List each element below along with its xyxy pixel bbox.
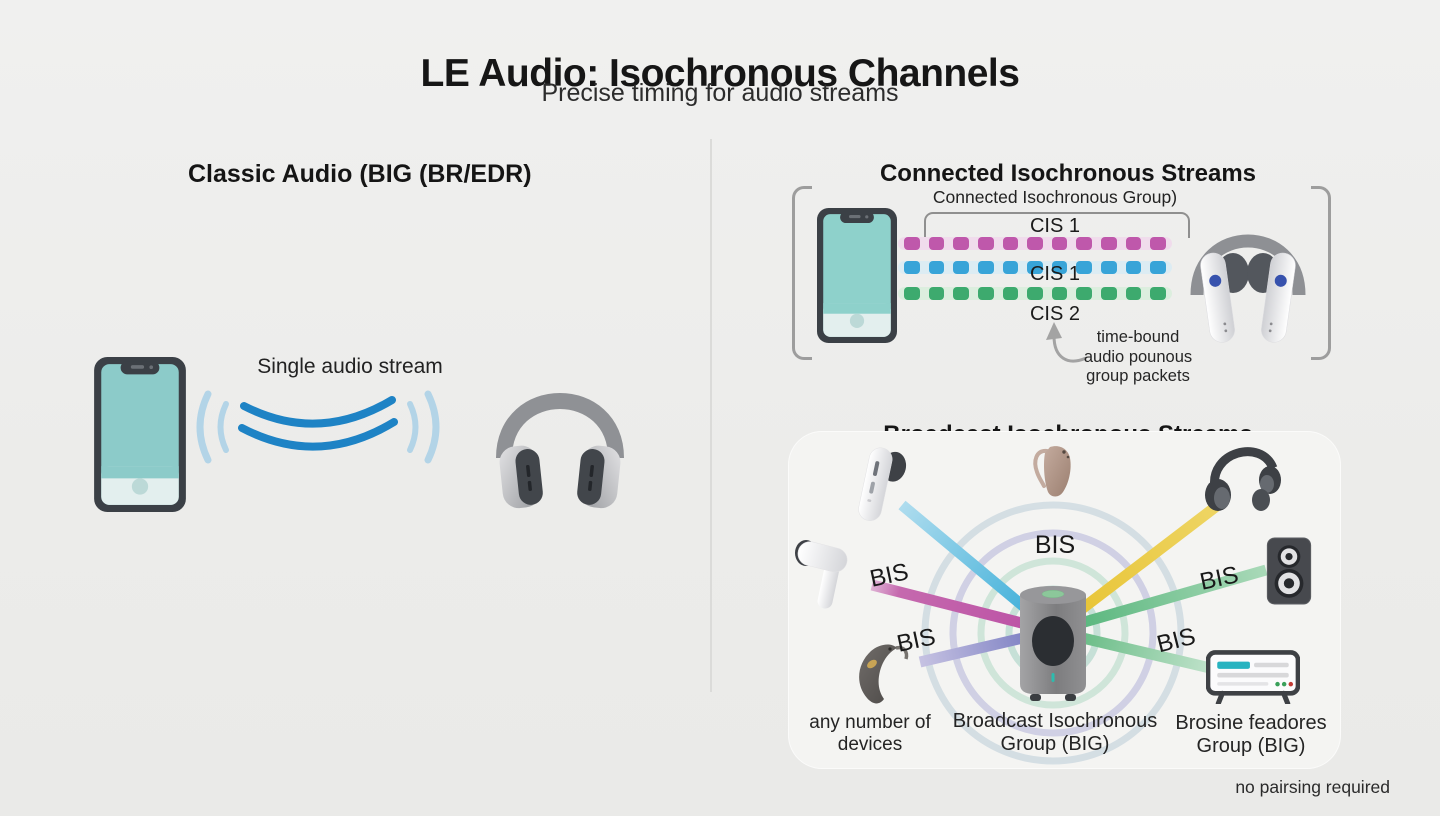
annotation-line: time-bound (1096, 328, 1180, 346)
cis1-top-label: CIS 1 (1029, 215, 1081, 237)
cis-stream-blue (898, 261, 1172, 274)
annotation-line: group packets (1086, 367, 1190, 385)
section-divider (710, 139, 712, 692)
caption-line: Group (BIG) (1196, 735, 1306, 757)
caption-line: Broadcast Isochronous (952, 710, 1158, 732)
headphones-icon (1205, 447, 1281, 511)
caption-line: any number of (809, 712, 931, 733)
cis-heading: Connected Isochronous Streams (879, 159, 1257, 187)
no-pairing-note: no pairsing required (1235, 777, 1390, 797)
cis1-bracket (924, 212, 1190, 238)
caption-big-group-right: Brosine feadores Group (BIG) (1148, 712, 1354, 758)
right-bracket (1311, 186, 1331, 360)
tv-icon (1206, 650, 1300, 704)
caption-any-number-of-devices: any number of devices (795, 712, 945, 756)
airpod-icon (795, 540, 848, 609)
earbud-icon (858, 447, 907, 521)
caption-line: Brosine feadores (1175, 712, 1327, 734)
hearing-aid-icon (859, 644, 909, 704)
classic-audio-heading: Classic Audio (BIG (BR/EDR) (188, 159, 532, 188)
cis2-label: CIS 2 (1029, 303, 1081, 325)
bis-center-label: BIS (1034, 531, 1076, 559)
caption-line: devices (837, 734, 903, 755)
annotation-arrow-icon (1046, 322, 1087, 363)
cis-stream-green (898, 287, 1172, 300)
cis1-mid-label: CIS 1 (1029, 263, 1081, 285)
smartphone-icon (817, 207, 897, 344)
caption-line: Group (BIG) (1000, 733, 1110, 755)
annotation-line: audio pounous (1083, 347, 1193, 366)
page-title: LE Audio: Isochronous Channels (420, 52, 1020, 96)
caption-broadcast-isochronous-group: Broadcast Isochronous Group (BIG) (950, 710, 1160, 756)
cis-stream-magenta (898, 237, 1172, 250)
single-audio-stream-label: Single audio stream (257, 355, 443, 378)
left-bracket (792, 186, 812, 360)
cis-group-label: Connected Isochronous Group) (932, 187, 1178, 207)
cis-annotation: time-bound audio pounous group packets (1076, 328, 1200, 387)
headphones-icon (496, 393, 624, 509)
hearing-aid-icon (1033, 446, 1071, 497)
audio-waves-icon (196, 390, 440, 464)
smartphone-icon (94, 357, 186, 512)
page-subtitle: Precise timing for audio streams (541, 79, 899, 107)
broadcast-speaker-icon (1020, 586, 1086, 701)
speaker-icon (1266, 537, 1312, 605)
earbuds-headset-icon (1190, 234, 1306, 343)
